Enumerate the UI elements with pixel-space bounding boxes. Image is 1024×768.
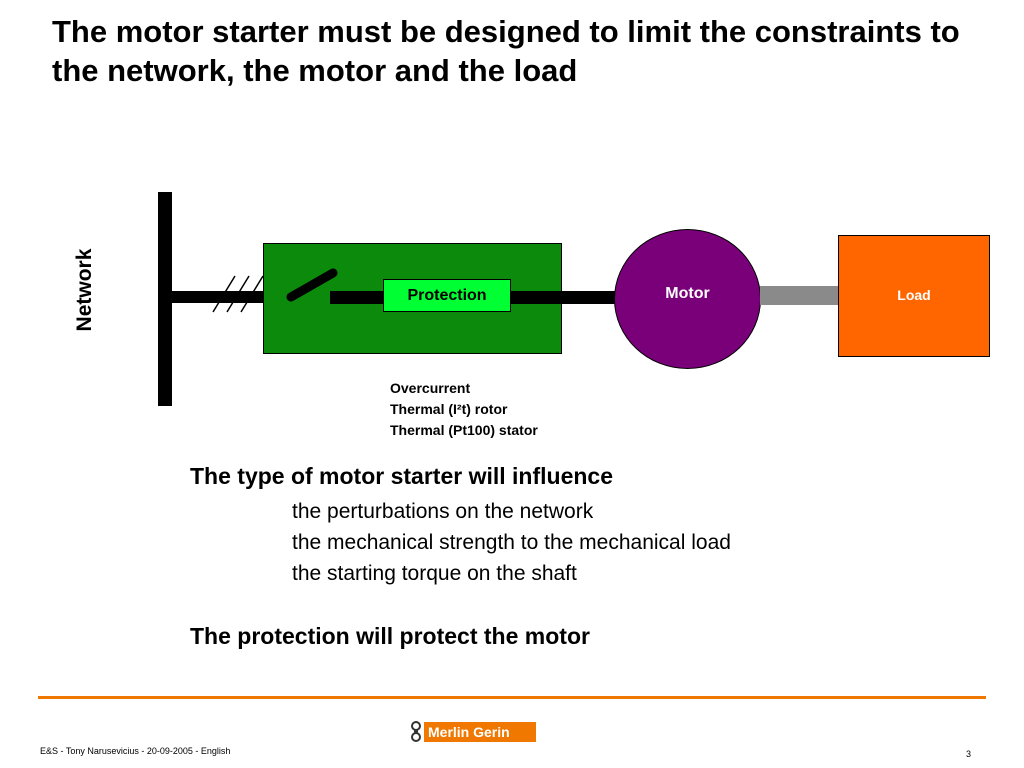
protection-heading: The protection will protect the motor xyxy=(190,623,590,649)
protection-type-item: Thermal (I²t) rotor xyxy=(390,401,508,417)
motor-label: Motor xyxy=(665,285,710,302)
slide-title: The motor starter must be designed to li… xyxy=(52,14,960,88)
merlin-gerin-emblem-icon xyxy=(409,721,423,743)
footer-divider xyxy=(38,696,986,699)
three-phase-marks xyxy=(212,275,264,313)
motor-shaft xyxy=(760,286,840,305)
footer-credit: E&S - Tony Narusevicius - 20-09-2005 - E… xyxy=(40,746,231,756)
protection-types-list: Overcurrent Thermal (I²t) rotor Thermal … xyxy=(390,378,538,441)
merlin-gerin-logo: Merlin Gerin xyxy=(424,722,536,742)
load-box xyxy=(838,235,990,357)
protection-type-item: Thermal (Pt100) stator xyxy=(390,422,538,438)
network-label: Network xyxy=(73,248,96,332)
page-number: 3 xyxy=(966,749,972,759)
protection-type-item: Overcurrent xyxy=(390,380,471,396)
load-label: Load xyxy=(897,287,931,303)
influence-item: the starting torque on the shaft xyxy=(292,562,577,585)
network-busbar xyxy=(158,192,172,406)
protection-box: Protection xyxy=(383,279,511,312)
influence-heading: The type of motor starter will influence xyxy=(190,463,614,489)
switch-contact-icon xyxy=(286,268,338,302)
influence-item: the perturbations on the network xyxy=(292,500,594,523)
influence-item: the mechanical strength to the mechanica… xyxy=(292,531,731,554)
